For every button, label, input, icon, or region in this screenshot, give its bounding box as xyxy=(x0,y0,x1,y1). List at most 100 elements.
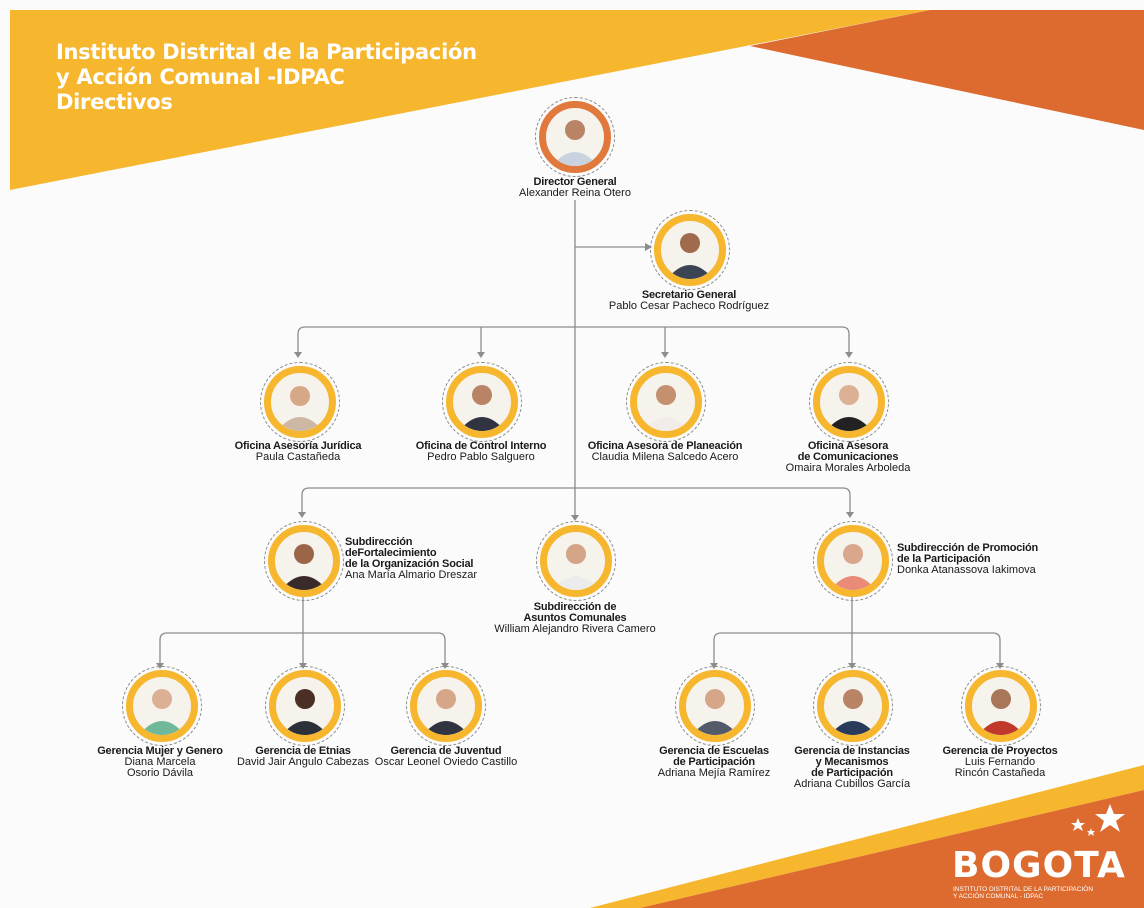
yellow-header-band xyxy=(10,10,930,190)
person-avatar-icon xyxy=(459,385,505,431)
title-line-3: Directivos xyxy=(56,90,173,114)
title-line-1: Instituto Distrital de la Participación xyxy=(56,40,477,64)
portrait-ring xyxy=(626,362,706,442)
role-title: de Participación xyxy=(673,756,755,768)
person-name: Osorio Dávila xyxy=(126,767,194,779)
person-name: Omaira Morales Arboleda xyxy=(785,462,911,474)
person-avatar-icon xyxy=(826,385,872,431)
etnias-label: Gerencia de Etnias David Jair Angulo Cab… xyxy=(237,746,369,768)
planeacion-label: Oficina Asesora de Planeación Claudia Mi… xyxy=(588,441,743,463)
portrait-ring xyxy=(442,362,522,442)
role-title: Oficina de Control Interno xyxy=(415,440,547,452)
person-avatar-icon xyxy=(552,120,598,166)
person-avatar-icon xyxy=(281,544,327,590)
role-title: Gerencia de Etnias xyxy=(255,745,351,757)
portrait-ring xyxy=(535,97,615,177)
person-avatar-icon xyxy=(830,689,876,735)
escuelas-photo xyxy=(679,670,751,742)
role-title: Gerencia de Juventud xyxy=(390,745,502,757)
yellow-footer-band xyxy=(590,765,1144,908)
person-avatar-icon xyxy=(667,233,713,279)
portrait-ring xyxy=(961,666,1041,746)
portrait-ring xyxy=(813,666,893,746)
role-title: de la Participación xyxy=(897,553,991,565)
portrait-ring xyxy=(265,666,345,746)
portrait-ring xyxy=(406,666,486,746)
director-photo xyxy=(539,101,611,173)
bogota-logo: BOGOTA xyxy=(952,845,1126,886)
portrait-ring xyxy=(264,521,344,601)
person-name: Luis Fernando xyxy=(964,756,1036,768)
person-avatar-icon xyxy=(643,385,689,431)
role-title: Oficina Asesora xyxy=(807,440,889,452)
person-avatar-icon xyxy=(692,689,738,735)
orange-header-band xyxy=(750,10,1144,130)
planeacion-photo xyxy=(630,366,702,438)
role-title: Subdirección de Promoción xyxy=(897,542,1039,554)
person-name: Ana María Almario Dreszar xyxy=(345,569,478,581)
person-name: Donka Atanassova Iakimova xyxy=(897,564,1036,576)
person-name: Paula Castañeda xyxy=(255,451,341,463)
asuntos-photo xyxy=(540,525,612,597)
person-avatar-icon xyxy=(830,544,876,590)
promocion-label: Subdirección de Promoción de la Particip… xyxy=(897,543,1038,576)
person-avatar-icon xyxy=(978,689,1024,735)
escuelas-label: Gerencia de Escuelas de Participación Ad… xyxy=(658,746,771,779)
person-name: Alexander Reina Otero xyxy=(519,187,631,199)
person-name: William Alejandro Rivera Camero xyxy=(494,623,656,635)
title-line-2: y Acción Comunal -IDPAC xyxy=(56,65,345,89)
juventud-photo xyxy=(410,670,482,742)
juventud-label: Gerencia de Juventud Oscar Leonel Oviedo… xyxy=(375,746,517,768)
secretario-photo xyxy=(654,214,726,286)
role-title: Oficina Asesoría Jurídica xyxy=(234,440,362,452)
logo-subtitle: INSTITUTO DISTRITAL DE LA PARTICIPACIÓN … xyxy=(953,886,1093,900)
role-title: de la Organización Social xyxy=(345,558,474,570)
instancias-label: Gerencia de Instancias y Mecanismos de P… xyxy=(794,746,910,790)
portrait-ring xyxy=(813,521,893,601)
portrait-ring xyxy=(675,666,755,746)
proyectos-photo xyxy=(965,670,1037,742)
logo-sub-line-1: INSTITUTO DISTRITAL DE LA PARTICIPACIÓN xyxy=(953,886,1094,893)
person-name: Oscar Leonel Oviedo Castillo xyxy=(374,756,518,768)
etnias-photo xyxy=(269,670,341,742)
instancias-photo xyxy=(817,670,889,742)
person-avatar-icon xyxy=(553,544,599,590)
juridica-photo xyxy=(264,366,336,438)
portrait-ring xyxy=(536,521,616,601)
control-photo xyxy=(446,366,518,438)
role-title: Director General xyxy=(533,176,617,188)
portrait-ring xyxy=(260,362,340,442)
director-label: Director General Alexander Reina Otero xyxy=(519,177,631,199)
promocion-photo xyxy=(817,525,889,597)
portrait-ring xyxy=(122,666,202,746)
role-title: Gerencia de Escuelas xyxy=(659,745,769,757)
role-title: de Comunicaciones xyxy=(797,451,899,463)
role-title: Secretario General xyxy=(641,289,737,301)
mujer-label: Gerencia Mujer y Genero Diana Marcela Os… xyxy=(97,746,223,779)
juridica-label: Oficina Asesoría Jurídica Paula Castañed… xyxy=(235,441,362,463)
fortalecimiento-label: Subdirección deFortalecimiento de la Org… xyxy=(345,537,477,581)
role-title: Subdirección de xyxy=(533,601,617,613)
role-title: de Participación xyxy=(811,767,893,779)
comunicaciones-label: Oficina Asesora de Comunicaciones Omaira… xyxy=(786,441,911,474)
fortalecimiento-photo xyxy=(268,525,340,597)
person-name: David Jair Angulo Cabezas xyxy=(236,756,370,768)
person-name: Adriana Cubillos García xyxy=(793,778,911,790)
role-title: Gerencia de Instancias xyxy=(794,745,910,757)
person-avatar-icon xyxy=(423,689,469,735)
mujer-photo xyxy=(126,670,198,742)
role-title: Gerencia de Proyectos xyxy=(942,745,1058,757)
person-name: Adriana Mejía Ramírez xyxy=(657,767,771,779)
portrait-ring xyxy=(650,210,730,290)
role-title: Subdirección xyxy=(345,536,413,548)
comunicaciones-photo xyxy=(813,366,885,438)
person-avatar-icon xyxy=(277,386,323,431)
portrait-ring xyxy=(809,362,889,442)
role-title: deFortalecimiento xyxy=(345,547,437,559)
person-avatar-icon xyxy=(139,689,185,735)
person-avatar-icon xyxy=(282,689,328,735)
secretario-label: Secretario General Pablo Cesar Pacheco R… xyxy=(609,290,769,312)
control-label: Oficina de Control Interno Pedro Pablo S… xyxy=(415,440,547,463)
role-title: Gerencia Mujer y Genero xyxy=(97,745,223,757)
person-name: Rincón Castañeda xyxy=(954,767,1046,779)
